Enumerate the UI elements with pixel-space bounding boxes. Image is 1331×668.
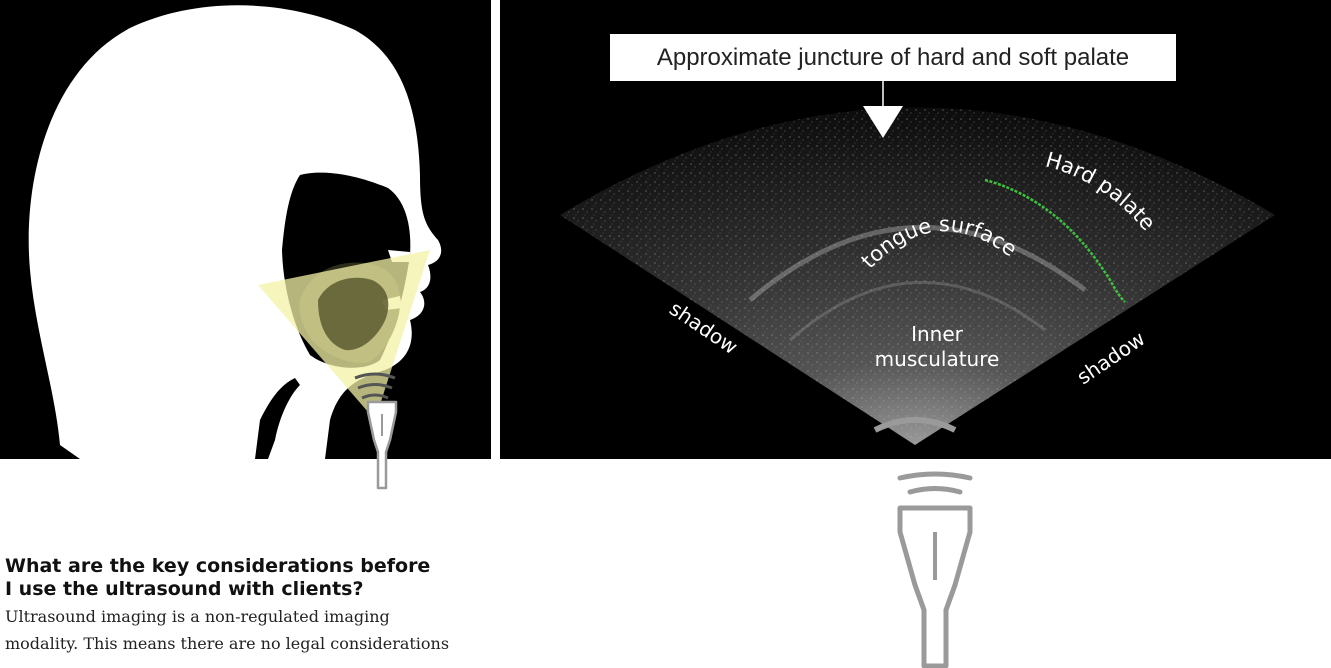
head-illustration-panel [0,0,491,459]
ultrasound-probe-icon-large [880,470,990,668]
juncture-callout: Approximate juncture of hard and soft pa… [610,34,1176,81]
inner-musculature-label: Inner musculature [832,322,1042,372]
head-silhouette-icon [0,0,491,459]
article-body: Ultrasound imaging is a non-regulated im… [5,603,475,657]
ultrasound-probe-icon [362,400,402,490]
article-heading: What are the key considerations before I… [5,555,465,601]
